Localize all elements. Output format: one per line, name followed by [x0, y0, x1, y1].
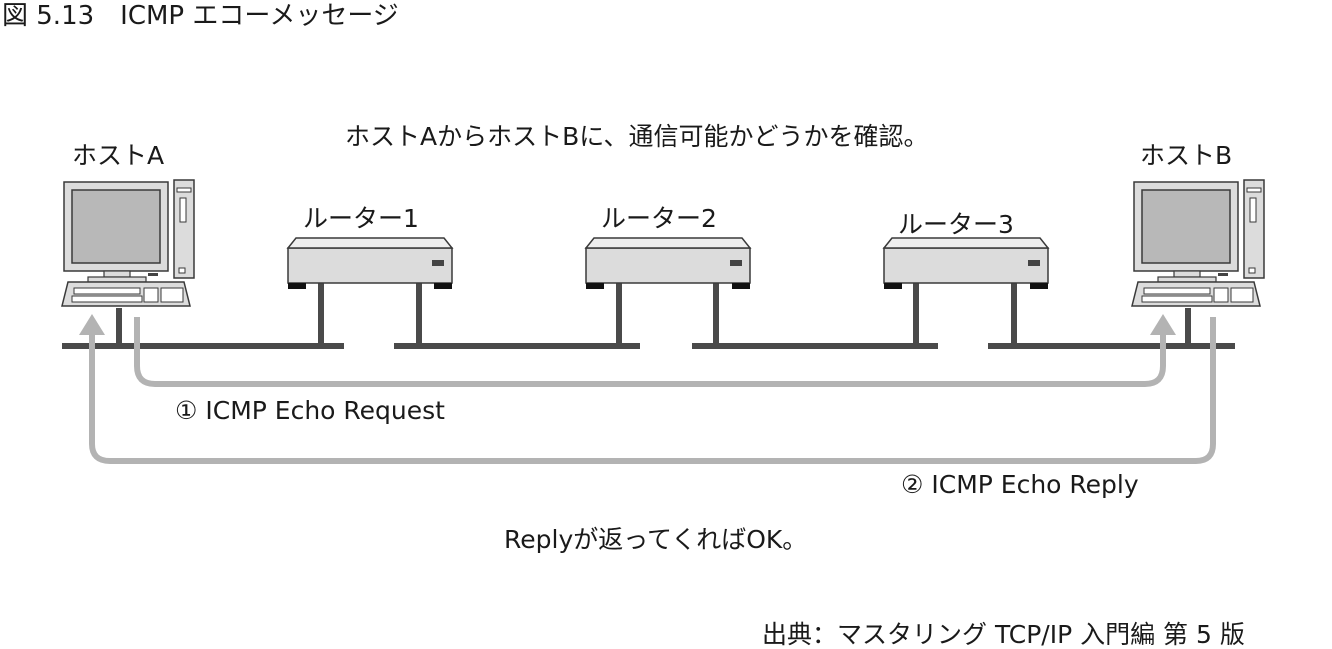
network-segments [62, 278, 1235, 349]
echo-reply-label: ② ICMP Echo Reply [901, 470, 1139, 499]
router-2-label: ルーター2 [601, 204, 717, 233]
figure-title: 図 5.13 ICMP エコーメッセージ [2, 1, 399, 31]
router-1-label: ルーター1 [303, 204, 419, 233]
echo-reply-path [89, 317, 1216, 464]
result-caption: Replyが返ってくればOK。 [504, 525, 808, 554]
intro-caption: ホストAからホストBに、通信可能かどうかを確認。 [345, 122, 929, 151]
host-a-computer-icon [61, 179, 195, 307]
router-1-icon [287, 237, 453, 290]
echo-request-path [134, 317, 1166, 387]
router-3-label: ルーター3 [898, 210, 1014, 239]
host-b-computer-icon [1131, 179, 1265, 307]
echo-request-label: ① ICMP Echo Request [175, 396, 445, 425]
router-3-icon [883, 237, 1049, 290]
router-2-icon [585, 237, 751, 290]
host-a-label: ホストA [72, 141, 165, 170]
echo-reply-arrowhead [79, 314, 105, 335]
echo-request-arrowhead [1150, 314, 1176, 335]
host-b-label: ホストB [1140, 141, 1233, 170]
source-citation: 出典：マスタリング TCP/IP 入門編 第 5 版 [762, 620, 1245, 649]
